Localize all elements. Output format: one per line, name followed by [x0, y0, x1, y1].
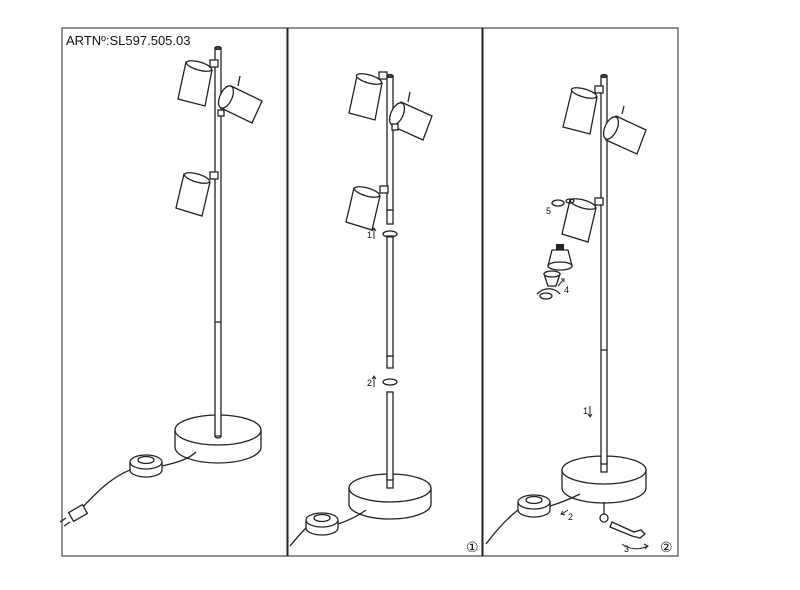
- panel-pole-assembly: 1 2 ①: [289, 71, 479, 555]
- lamp-shade-upper-left: [177, 59, 219, 107]
- lamp-shade-upper-right: [388, 91, 433, 141]
- spanner-icon: [609, 521, 646, 539]
- lamp-base: [348, 473, 432, 520]
- step-number-1: 1: [367, 230, 372, 240]
- step-number-3: 3: [624, 544, 629, 554]
- bolt-and-nut: [599, 502, 609, 523]
- step-number-2: 2: [367, 378, 372, 388]
- pole-section-lower: [382, 355, 398, 481]
- power-cable: [485, 509, 519, 545]
- step-badge: ②: [660, 539, 673, 555]
- lamp-shade-lower: [561, 197, 604, 243]
- power-cable: [79, 469, 131, 511]
- step-badge: ①: [466, 539, 479, 555]
- lamp-pole: [214, 45, 222, 437]
- cable-to-base: [161, 451, 197, 467]
- step-number-2: 2: [568, 512, 573, 522]
- panel-assembled-lamp: [59, 45, 263, 527]
- lamp-shade-upper-left: [562, 85, 604, 135]
- step-number-5: 5: [546, 206, 551, 216]
- retaining-ring: [551, 198, 575, 207]
- article-number: ARTNº:SL597.505.03: [66, 33, 190, 48]
- panel-frames: [61, 27, 679, 557]
- lamp-base: [561, 455, 647, 504]
- lamp-shade-lower: [175, 171, 219, 217]
- foot-switch: [129, 454, 163, 478]
- power-plug: [59, 503, 89, 527]
- lamp-socket: [536, 270, 561, 300]
- light-bulb: [547, 244, 573, 271]
- rotation-arrow-icon: [621, 543, 649, 550]
- arrow-down-icon: [587, 406, 593, 418]
- cable-to-base: [337, 509, 367, 525]
- step-number-1: 1: [583, 406, 588, 416]
- step-number-4: 4: [564, 285, 569, 295]
- lamp-shade-upper-right: [217, 75, 263, 124]
- lamp-shade-lower: [345, 185, 389, 231]
- lamp-shade-upper-left: [348, 71, 388, 121]
- lamp-pole: [600, 73, 608, 465]
- pole-section-middle: [382, 209, 398, 357]
- arrow-diagonal-icon: [557, 278, 565, 287]
- arrow-up-icon: [371, 375, 377, 387]
- foot-switch: [305, 512, 339, 536]
- power-cable: [289, 527, 307, 547]
- arrow-diagonal-icon: [560, 509, 569, 516]
- cable-to-base: [549, 493, 581, 507]
- foot-switch: [517, 494, 551, 518]
- lamp-shade-upper-right: [602, 105, 647, 155]
- panel-bulb-and-base-mounting: 5 4 1 2: [485, 73, 673, 555]
